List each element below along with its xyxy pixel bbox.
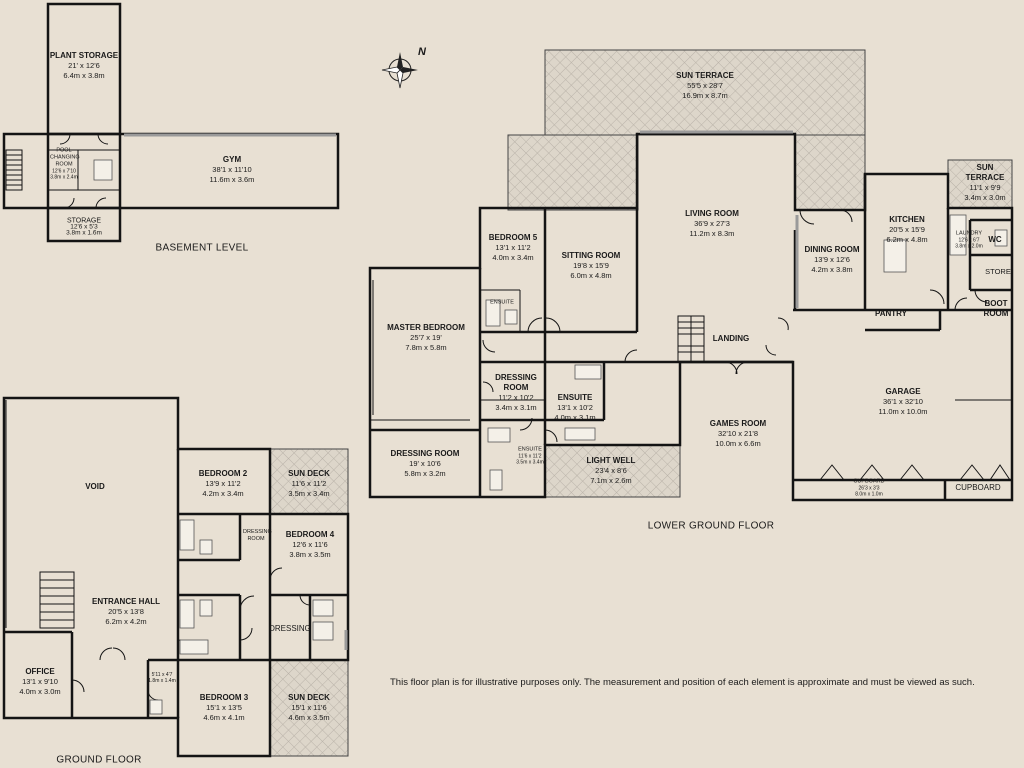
sun-terrace-area — [544, 49, 866, 136]
basement-level-plan — [2, 2, 340, 243]
lower-ground-floor-plan — [368, 49, 1014, 502]
room-label-store: STORE — [985, 267, 1011, 276]
lower-ground-floor-title: LOWER GROUND FLOOR — [647, 520, 775, 532]
room-label-wc: WC — [988, 235, 1002, 244]
room-label-pantry: PANTRY — [875, 309, 907, 318]
ground-floor-title: GROUND FLOOR — [56, 754, 142, 766]
basement-level-title: BASEMENT LEVEL — [155, 242, 249, 254]
room-label-dressing: DRESSING — [269, 624, 311, 633]
compass-rose-icon: N — [376, 44, 428, 96]
room-label-void: VOID — [85, 482, 105, 491]
disclaimer-note: This floor plan is for illustrative purp… — [390, 677, 975, 688]
room-label-boot-room: BOOT ROOM — [983, 299, 1009, 318]
ground-floor-plan — [2, 396, 350, 758]
room-label-landing: LANDING — [712, 334, 750, 343]
light-well-area — [544, 444, 681, 498]
room-label-cupboard-b: CUPBOARD — [955, 483, 1001, 492]
compass-north-label: N — [418, 46, 426, 58]
room-label-dressing-small: DRESSING ROOM — [243, 529, 272, 542]
room-label-ensuite-small: ENSUITE — [490, 299, 514, 306]
